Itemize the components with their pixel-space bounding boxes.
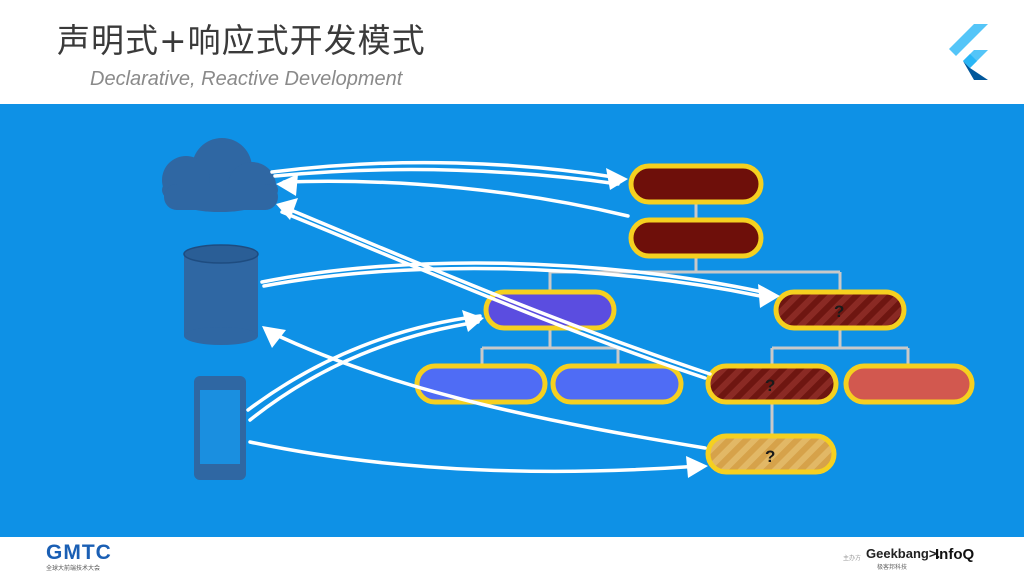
header: 声明式+响应式开发模式 Declarative, Reactive Develo… (0, 0, 1024, 104)
geekbang-logo: Geekbang>. (866, 546, 941, 561)
left-branch-node (483, 289, 617, 331)
page-subtitle: Declarative, Reactive Development (90, 68, 403, 90)
deep-leaf-node (705, 433, 837, 475)
diagram-area: ? ? ? (0, 104, 1024, 537)
question-mark-1: ? (834, 302, 844, 321)
gmtc-subtitle: 全球大前端技术大会 (46, 565, 101, 572)
question-mark-3: ? (765, 447, 775, 466)
root-node (628, 163, 764, 205)
infoq-logo: InfoQ (935, 546, 975, 563)
geekbang-subtitle: 极客邦科技 (877, 564, 908, 571)
cloud-icon (162, 138, 278, 212)
question-mark-2: ? (765, 376, 775, 395)
sponsor-label: 主办方 (843, 555, 862, 562)
widget-tree-diagram: ? ? ? (162, 138, 975, 480)
leaf-node-2 (550, 363, 684, 405)
gmtc-logo: GMTC (46, 541, 112, 564)
footer: GMTC 全球大前端技术大会 主办方 Geekbang>. 极客邦科技 Info… (0, 537, 1024, 576)
right-branch-node (773, 289, 907, 331)
data-flow-arrows (246, 160, 774, 474)
leaf-node-3 (705, 363, 839, 405)
leaf-node-1 (414, 363, 548, 405)
database-icon (183, 244, 259, 345)
leaf-node-4 (843, 363, 975, 405)
arrowheads (262, 168, 780, 478)
flutter-logo-icon (949, 24, 988, 80)
page-title: 声明式+响应式开发模式 (57, 21, 426, 60)
phone-icon (194, 376, 246, 480)
child-node (628, 217, 764, 259)
